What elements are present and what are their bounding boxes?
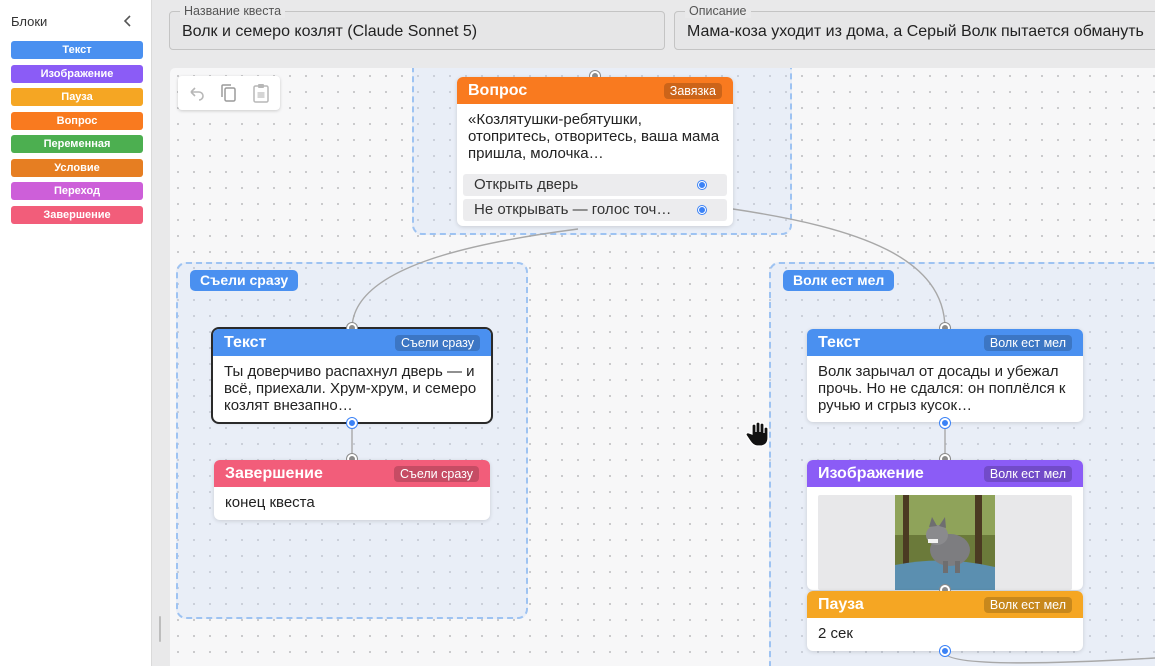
block-chip-end[interactable]: Завершение [11,205,143,224]
group-label-eaten[interactable]: Съели сразу [190,270,299,291]
edge-dont-open [732,208,946,330]
node-question[interactable]: Вопрос Завязка «Козлятушки-ребятушки, от… [457,71,733,227]
option-open-door[interactable]: Открыть дверь [463,174,727,197]
option-dont-open[interactable]: Не открывать — голос точ… [463,199,727,222]
node-chalk-image-title: Изображение [818,465,924,482]
wolf-illustration [895,495,995,590]
quest-name-value: Волк и семеро козлят (Claude Sonnet 5) [182,23,478,40]
node-chalk-image-header: Изображение Волк ест мел [807,460,1083,487]
option-dont-open-label: Не открывать — голос точ… [474,201,672,219]
description-value: Мама-коза уходит из дома, а Серый Волк п… [687,23,1144,40]
node-question-title: Вопрос [468,82,528,99]
node-chalk-text-header: Текст Волк ест мел [807,329,1083,356]
node-chalk-text-body: Волк зарычал от досады и убежал прочь. Н… [818,363,1066,414]
node-chalk-text[interactable]: Текст Волк ест мел Волк зарычал от досад… [807,323,1083,428]
node-chalk-text-out-port[interactable] [940,418,950,428]
block-chip-image[interactable]: Изображение [11,64,143,83]
node-chalk-pause[interactable]: Пауза Волк ест мел 2 сек [807,585,1083,656]
sidebar-resize-handle[interactable] [159,616,161,642]
node-chalk-pause-body: 2 сек [818,625,853,642]
undo-icon[interactable] [186,83,208,103]
paste-icon[interactable] [250,83,272,103]
block-chip-jump[interactable]: Переход [11,182,143,200]
node-eaten-end-title: Завершение [225,465,323,482]
edit-toolbar [178,76,280,110]
node-eaten-text-title: Текст [224,334,267,351]
block-chip-variable[interactable]: Переменная [11,135,143,153]
option-open-door-port[interactable] [698,181,706,190]
sidebar-title: Блоки [11,14,48,29]
chevron-left-icon[interactable] [118,10,138,32]
node-eaten-end-header: Завершение Съели сразу [214,460,490,487]
node-chalk-text-title: Текст [818,334,861,351]
flow-canvas[interactable]: Съели сразу Волк ест мел Вопрос Завязка … [170,68,1155,666]
copy-icon[interactable] [218,83,240,103]
node-chalk-image[interactable]: Изображение Волк ест мел [807,454,1083,590]
node-chalk-pause-header: Пауза Волк ест мел [807,591,1083,618]
node-eaten-end-tag: Съели сразу [394,466,479,482]
description-field[interactable]: Описание Мама-коза уходит из дома, а Сер… [674,5,1155,50]
edge-pause-next [944,651,1155,664]
block-chip-question[interactable]: Вопрос [11,111,143,130]
node-eaten-text-out-port[interactable] [347,418,357,428]
node-question-tag: Завязка [663,83,722,99]
node-eaten-text-header: Текст Съели сразу [213,329,491,356]
block-palette: Текст Изображение Пауза Вопрос Переменна… [11,41,143,229]
node-eaten-end-body: конец квеста [225,494,315,511]
block-chip-condition[interactable]: Условие [11,158,143,177]
hand-cursor-icon [745,421,769,447]
node-chalk-pause-title: Пауза [818,596,864,613]
connections-layer [351,208,1155,664]
node-eaten-text-body: Ты доверчиво распахнул дверь — и всё, пр… [224,363,477,414]
node-eaten-end[interactable]: Завершение Съели сразу конец квеста [214,454,490,520]
node-chalk-image-tag: Волк ест мел [983,466,1072,482]
quest-name-label: Название квеста [180,5,286,18]
node-chalk-pause-tag: Волк ест мел [983,597,1072,613]
blocks-sidebar: Блоки Текст Изображение Пауза Вопрос Пер… [0,0,152,666]
wolf-image-frame [818,495,1072,590]
block-chip-text[interactable]: Текст [11,41,143,59]
node-chalk-text-tag: Волк ест мел [983,335,1072,351]
edge-open-door [351,228,579,330]
block-chip-pause[interactable]: Пауза [11,88,143,106]
option-open-door-label: Открыть дверь [474,176,579,194]
node-eaten-text[interactable]: Текст Съели сразу Ты доверчиво распахнул… [211,323,493,428]
node-chalk-pause-out-port[interactable] [940,646,950,656]
node-question-header: Вопрос Завязка [457,77,733,104]
quest-name-field[interactable]: Название квеста Волк и семеро козлят (Cl… [169,5,665,50]
group-label-chalk[interactable]: Волк ест мел [783,270,895,291]
description-label: Описание [685,5,751,18]
node-question-text: «Козлятушки-ребятушки, отопритесь, отвор… [468,111,720,162]
node-eaten-text-tag: Съели сразу [395,335,480,351]
option-dont-open-port[interactable] [698,206,706,215]
